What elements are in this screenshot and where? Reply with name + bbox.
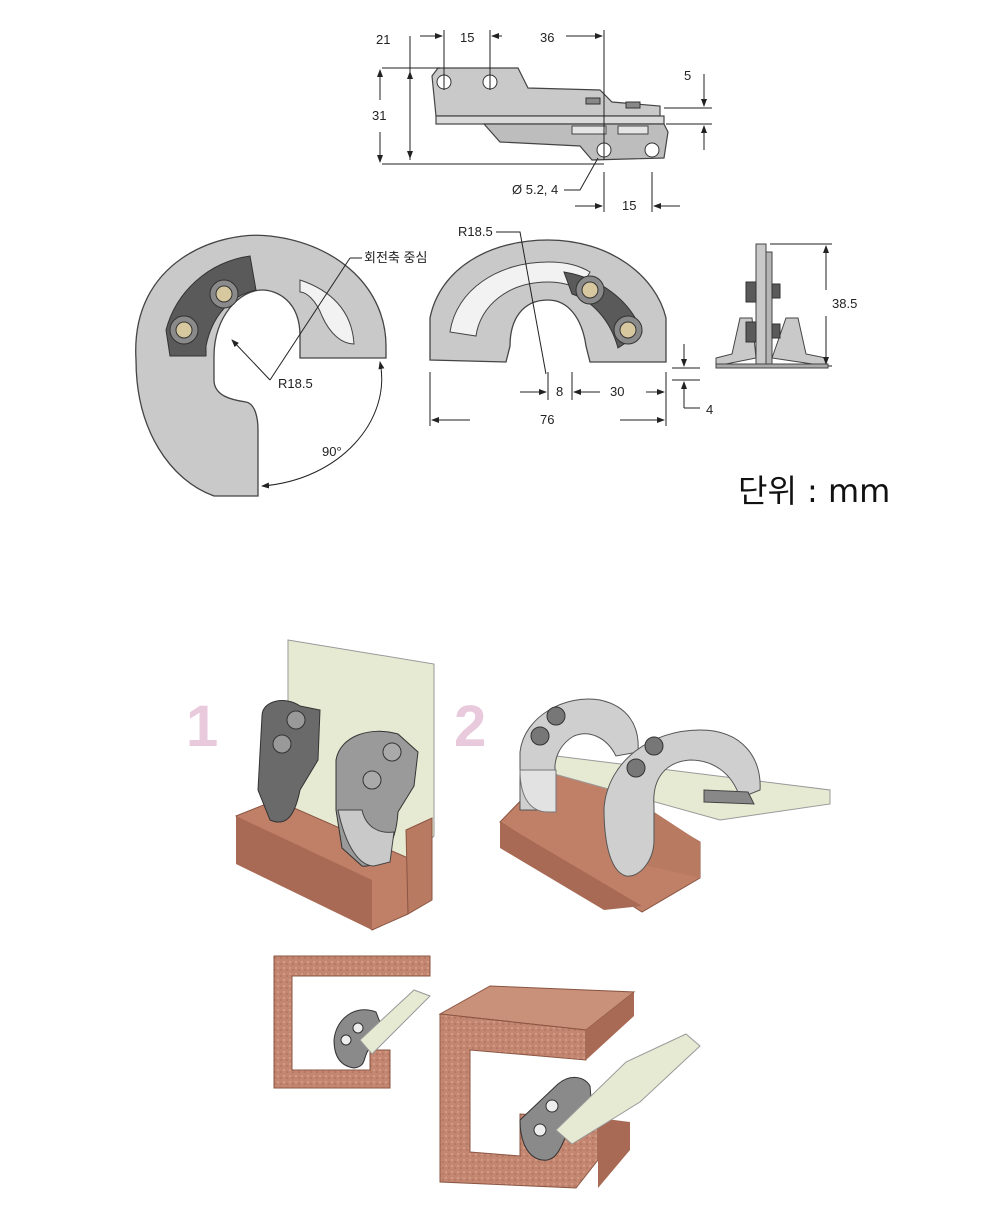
step-number-1: 1	[186, 694, 218, 759]
top-view-dimensions	[377, 30, 712, 212]
dim-15-bottom: 15	[622, 198, 636, 213]
dim-hole: Ø 5.2, 4	[512, 182, 558, 197]
dim-angle: 90°	[322, 444, 342, 459]
edge-view	[715, 243, 829, 369]
dim-5: 5	[684, 68, 691, 83]
dim-15-top: 15	[460, 30, 474, 45]
left-view-dimensions	[231, 257, 385, 489]
dim-4: 4	[706, 402, 713, 417]
dim-76: 76	[540, 412, 554, 427]
unit-label: 단위 : mm	[738, 472, 891, 510]
dim-21: 21	[376, 32, 390, 47]
top-view	[431, 67, 669, 161]
center-side-view	[429, 239, 667, 363]
illustration-step-2: 2	[454, 694, 831, 913]
dim-r-center: R18.5	[458, 224, 493, 239]
step-number-2: 2	[454, 694, 486, 759]
dim-r-left: R18.5	[278, 376, 313, 391]
center-view-dimensions	[429, 231, 700, 426]
dim-31: 31	[372, 108, 386, 123]
illustration-box-small	[273, 955, 431, 1089]
edge-view-dimensions	[770, 243, 832, 367]
left-side-view	[135, 234, 387, 497]
dim-38-5: 38.5	[832, 296, 857, 311]
dim-36: 36	[540, 30, 554, 45]
dim-30: 30	[610, 384, 624, 399]
label-rotation-center: 회전축 중심	[364, 250, 427, 265]
illustration-step-1: 1	[186, 639, 435, 931]
dim-8: 8	[556, 384, 563, 399]
illustration-box-large	[438, 985, 701, 1189]
